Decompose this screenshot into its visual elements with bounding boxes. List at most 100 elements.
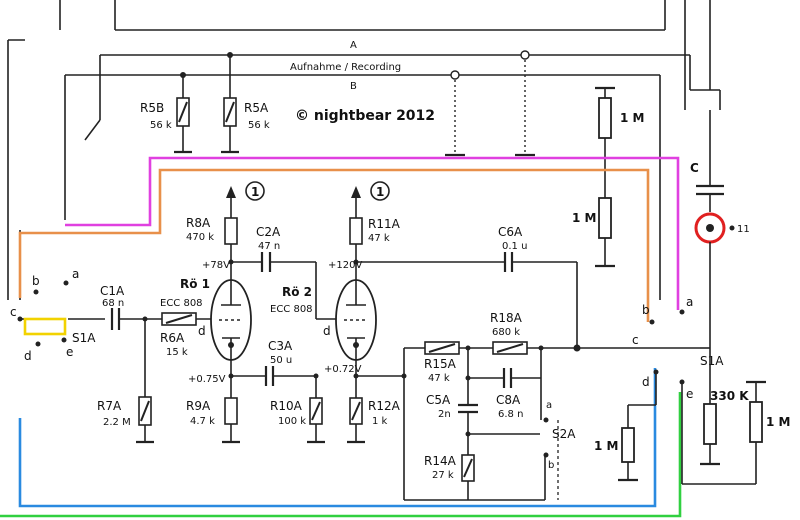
feedback-network [401,341,640,501]
dotted-grounds [445,50,535,157]
c3a-capacitor [231,366,319,386]
r9a-value: 4.7 k [190,416,215,427]
r8a-value: 470 k [186,232,214,243]
s1a-left-label: S1A [72,331,96,345]
c1a-value: 68 n [102,298,124,309]
r12a-label: R12A [368,399,401,413]
supply-arrow-1 [226,181,265,218]
res-330k-label: 330 K [710,389,749,403]
r14a-label: R14A [424,454,457,468]
s1a-right-b: b [642,303,650,317]
ro1-label: Rö 1 [180,277,210,291]
res-1m-top-label: 1 M [620,111,644,125]
r5b-resistor [174,72,192,154]
c2a-value: 47 n [258,241,280,252]
r7a-resistor [136,316,154,444]
r14a-value: 27 k [432,470,454,481]
c1a-capacitor [110,308,162,330]
tube-1 [210,262,252,376]
supply-1a-label: 1 [251,185,259,199]
s2a-label: S2A [552,427,576,441]
added-1m-resistor-top [595,86,615,170]
tube2-pin-label: d [323,324,331,338]
r8a-resistor [224,217,238,265]
r5a-value: 56 k [248,120,270,131]
pin-11-label: 11 [737,224,750,235]
copyright-text: © nightbear 2012 [295,108,435,124]
added-330k-resistor [700,348,720,466]
c8a-label: C8A [496,393,521,407]
yellow-jumper [23,317,67,336]
s1a-left-c: c [10,305,17,319]
capacitor-c [696,110,724,212]
bus-label: Aufnahme / Recording [290,62,401,73]
ro2-type: ECC 808 [270,304,313,315]
ro1-type: ECC 808 [160,298,203,309]
s1a-right-a: a [686,295,693,309]
magenta-wire [65,156,680,310]
cap-c-label: C [690,161,699,175]
supply-arrow-2 [351,181,390,218]
c8a-value: 6.8 n [498,409,523,420]
added-1m-resistor-right [681,380,766,485]
r8a-label: R8A [186,216,211,230]
r11a-value: 47 k [368,233,390,244]
s1a-left-a: a [72,267,79,281]
c6a-capacitor [356,252,578,348]
res-1m-right-label: 1 M [766,415,790,429]
r6a-label: R6A [160,331,185,345]
c5a-label: C5A [426,393,451,407]
r6a-value: 15 k [166,347,188,358]
bus-line-a-label: A [350,40,357,51]
c2a-label: C2A [256,225,281,239]
r5a-label: R5A [244,101,269,115]
s1a-right-switch [640,242,711,385]
added-1m-resistor-low [618,372,657,482]
tube1-pin-label: d [198,324,206,338]
v075-label: +0.75V [188,374,226,385]
supply-1b-label: 1 [376,185,384,199]
s1a-left-d: d [24,349,32,363]
r5b-label: R5B [140,101,164,115]
c6a-label: C6A [498,225,523,239]
r7a-label: R7A [97,399,122,413]
v072-label: +0.72V [324,364,362,375]
s1a-right-label: S1A [700,354,724,368]
c3a-label: C3A [268,339,293,353]
r10a-label: R10A [270,399,303,413]
r5b-value: 56 k [150,120,172,131]
r11a-label: R11A [368,217,401,231]
v120-label: +120V [328,260,362,271]
r9a-resistor [222,373,240,444]
c2a-capacitor [231,252,338,320]
r7a-value: 2.2 M [103,417,131,428]
res-1m-low-label: 1 M [594,439,618,453]
r15a-label: R15A [424,357,457,371]
c6a-value: 0.1 u [502,241,527,252]
bus-line-b-label: B [350,81,357,92]
r12a-value: 1 k [372,416,388,427]
frame-lines [7,0,721,300]
blue-wire [18,368,657,508]
r9a-label: R9A [186,399,211,413]
r10a-value: 100 k [278,416,306,427]
r15a-value: 47 k [428,373,450,384]
s1a-right-c: c [632,333,639,347]
r12a-resistor [347,373,404,444]
res-1m-mid-label: 1 M [572,211,596,225]
c1a-label: C1A [100,284,125,298]
r11a-resistor [349,217,363,265]
r18a-value: 680 k [492,327,520,338]
orange-wire [18,168,650,322]
added-1m-resistor-mid [595,170,615,268]
ro2-label: Rö 2 [282,285,312,299]
s1a-right-d: d [642,375,650,389]
r5a-resistor [221,52,239,154]
c5a-value: 2n [438,409,451,420]
v78-label: +78V [202,260,230,271]
r10a-resistor [307,376,325,444]
r6a-resistor [161,312,218,326]
s1a-right-e: e [686,387,693,401]
